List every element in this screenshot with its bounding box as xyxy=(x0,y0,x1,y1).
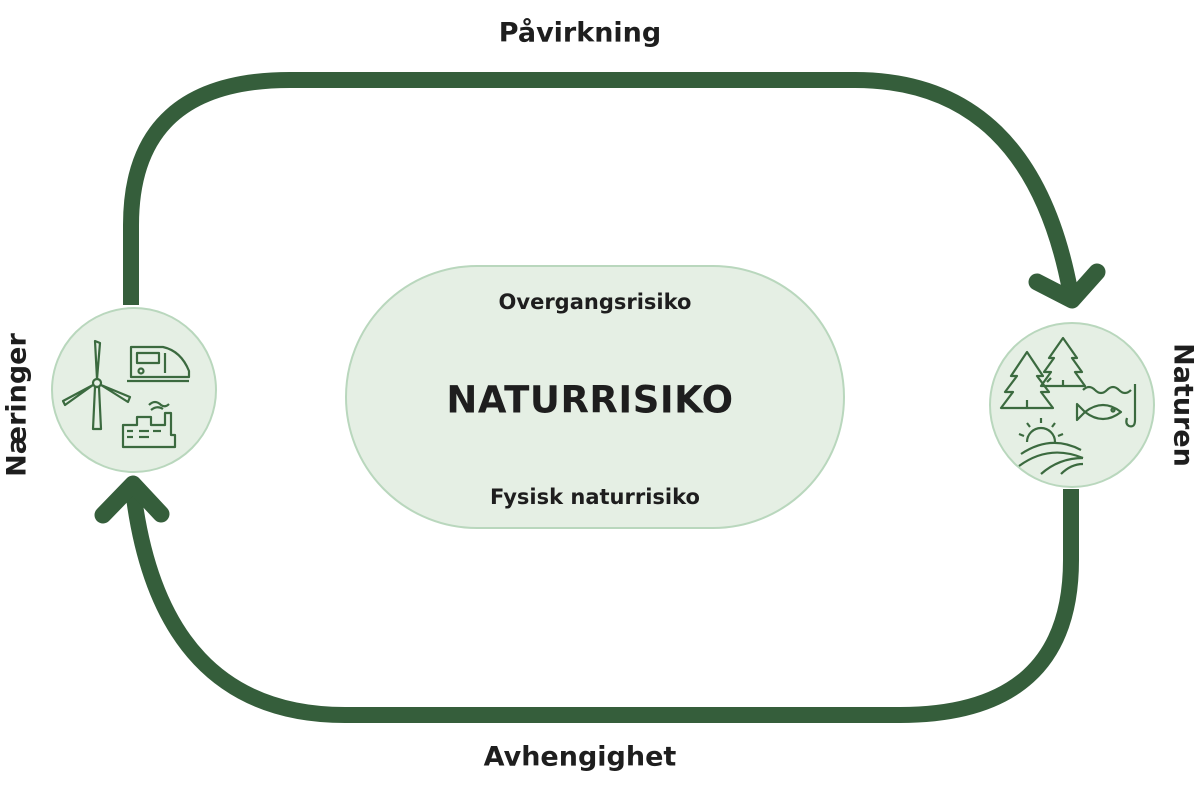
nature-node xyxy=(989,322,1155,488)
nature-risk-title: NATURRISIKO xyxy=(446,378,734,422)
industries-icons xyxy=(61,339,191,449)
train-icon xyxy=(127,345,191,383)
trees-icon xyxy=(999,336,1087,410)
industries-node xyxy=(51,307,217,473)
fish-hook-icon xyxy=(1075,384,1137,428)
transition-risk-text: Overgangsrisiko xyxy=(498,290,692,314)
dependency-arrow xyxy=(125,489,1079,723)
physical-risk-text: Fysisk naturrisiko xyxy=(490,485,700,509)
impact-label: Påvirkning xyxy=(498,17,662,49)
factory-icon xyxy=(121,400,177,449)
wind-turbine-icon xyxy=(61,339,132,431)
nature-label: Naturen xyxy=(1167,343,1199,467)
dependency-arrowhead xyxy=(94,475,170,524)
nature-icons xyxy=(999,336,1137,475)
industries-label: Næringer xyxy=(1,333,33,477)
impact-arrow xyxy=(123,72,1078,305)
dependency-label: Avhengighet xyxy=(483,741,677,773)
sun-field-icon xyxy=(1018,418,1084,475)
impact-arrowhead xyxy=(1028,263,1106,309)
nature-risk-box xyxy=(345,265,845,529)
